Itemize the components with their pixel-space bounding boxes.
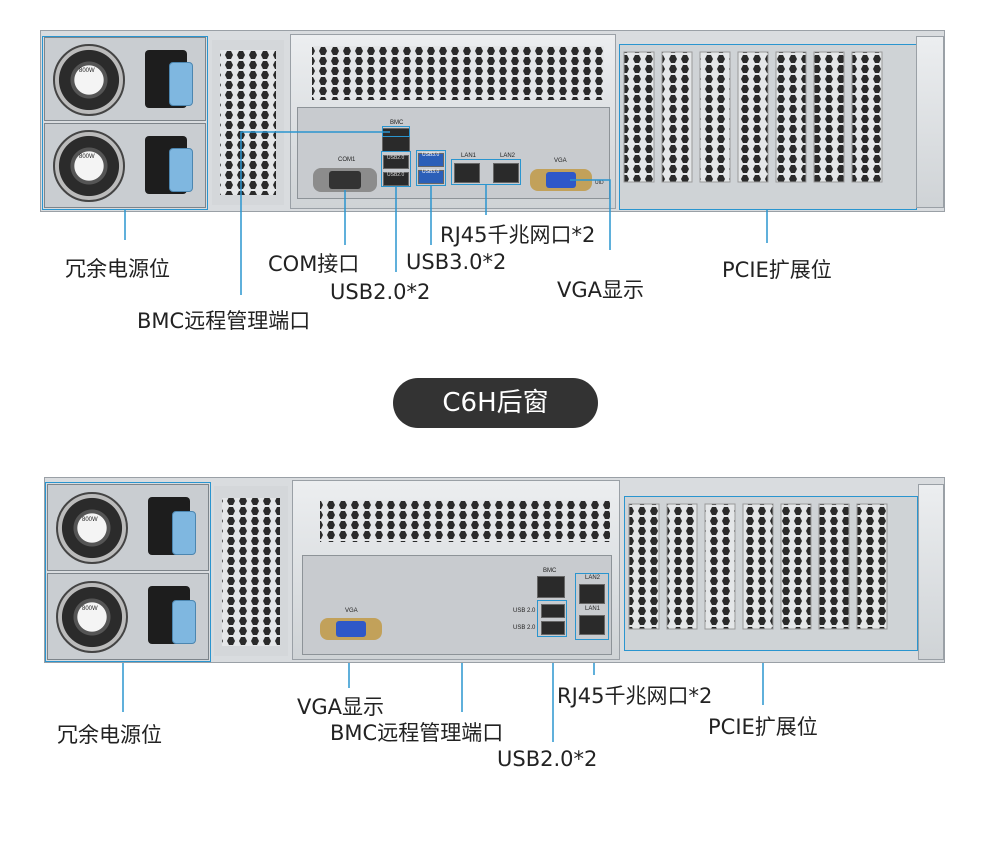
psu-wattage: 800W [79,68,95,74]
pcie-highlight [624,496,918,651]
usb2-port[interactable] [541,621,565,635]
bmc-label: BMC [543,568,557,574]
vent-grille [312,46,604,100]
usb2-port[interactable] [541,604,565,618]
psu-handle[interactable] [169,148,193,192]
callout-bmc: BMC远程管理端口 [137,309,311,333]
usb2-port[interactable] [383,155,409,169]
vga-label: VGA [554,158,567,164]
lan1-port[interactable] [579,615,605,635]
callout-usb2: USB2.0*2 [330,280,431,304]
pcie-slots [620,44,916,210]
lan2-port[interactable] [579,584,605,604]
psu-1: 800W [44,37,206,121]
callout-pcie: PCIE扩展位 [722,258,832,282]
fan-icon [53,130,125,202]
callout-psu: 冗余电源位 [65,257,170,281]
vga-port[interactable] [320,618,382,640]
psu-2: 800W [47,573,209,660]
uid-button[interactable]: UID [595,180,604,186]
callout-vga: VGA显示 [557,278,645,302]
com-port[interactable] [313,168,377,192]
pcie-slots [625,496,917,651]
callout-com: COM接口 [268,252,360,276]
callout-psu: 冗余电源位 [57,723,162,747]
lan2-port[interactable] [493,163,519,183]
usb3-port[interactable] [418,170,444,184]
usb3-port[interactable] [418,153,444,167]
psu-handle[interactable] [169,62,193,106]
lan1-port[interactable] [454,163,480,183]
callout-bmc: BMC远程管理端口 [330,721,504,745]
bmc-port[interactable] [537,576,565,598]
fan-icon [56,581,128,653]
psu-1: 800W [47,484,209,571]
callout-pcie: PCIE扩展位 [708,715,818,739]
fan-icon [53,44,125,116]
vent-grille [320,500,610,542]
psu-wattage: 800W [82,517,98,523]
psu-2: 800W [44,123,206,208]
section-title: C6H后窗 [393,378,598,428]
usb2-port[interactable] [383,172,409,186]
vent-grille [214,486,288,656]
vga-port[interactable] [530,169,592,191]
vent-grille [212,40,284,205]
callout-vga: VGA显示 [297,695,385,719]
callout-usb3: USB3.0*2 [406,250,507,274]
io-panel: VGA BMC USB 2.0 USB 2.0 LAN2 LAN1 [302,555,612,655]
psu-handle[interactable] [172,600,196,644]
lan2-label: LAN2 [585,575,601,581]
lan1-label: LAN1 [585,606,601,612]
bmc-label: BMC [390,120,404,126]
callout-rj45: RJ45千兆网口*2 [557,684,713,708]
lan2-label: LAN2 [500,153,516,159]
psu-wattage: 800W [79,154,95,160]
vga-label: VGA [345,608,358,614]
psu-handle[interactable] [172,511,196,555]
fan-icon [56,492,128,564]
io-panel: BMC COM1 USB2.0 USB2.0 USB3.0 USB3.0 LAN… [297,107,610,199]
callout-usb2: USB2.0*2 [497,747,598,771]
lan1-label: LAN1 [461,153,477,159]
psu-wattage: 800W [82,606,98,612]
callout-rj45: RJ45千兆网口*2 [440,223,596,247]
com-label: COM1 [338,157,356,163]
